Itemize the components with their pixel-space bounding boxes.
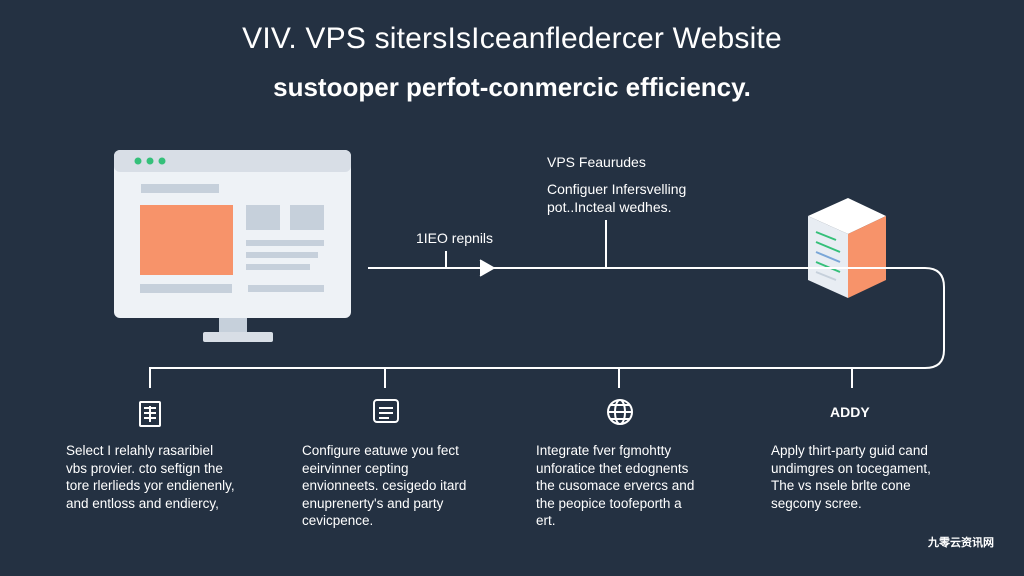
document-icon	[139, 401, 161, 427]
page-title: VIV. VPS sitersIsIceanfledercer Website	[242, 22, 782, 55]
vps-features-description: Configuer Infersvelling pot..Incteal wed…	[547, 181, 687, 215]
flow-connectors	[149, 220, 945, 388]
step-2-text: Configure eatuwe you fect eeirvinner cep…	[302, 443, 467, 528]
browser-window-icon	[373, 399, 399, 423]
step-3-text: Integrate fver fgmohtty unforatice thet …	[536, 443, 695, 528]
step-1-text: Select I relahly rasaribiel vbs provier.…	[66, 443, 235, 511]
window-dot-1	[134, 157, 142, 165]
addy-label: ADDY	[830, 404, 870, 420]
step-4-text: Apply thirt-party guid cand undimgres on…	[771, 443, 931, 511]
vps-features-heading: VPS Feaurudes	[547, 154, 646, 170]
seo-label: 1IEO repnils	[416, 230, 494, 246]
page-subtitle: sustooper perfot-conmercic efficiency.	[273, 72, 751, 102]
server-icon	[808, 198, 886, 298]
window-dot-2	[146, 157, 154, 165]
monitor-icon	[114, 150, 351, 342]
window-dot-3	[158, 157, 166, 165]
watermark: 九零云资讯网	[928, 537, 994, 549]
globe-icon	[607, 399, 633, 425]
